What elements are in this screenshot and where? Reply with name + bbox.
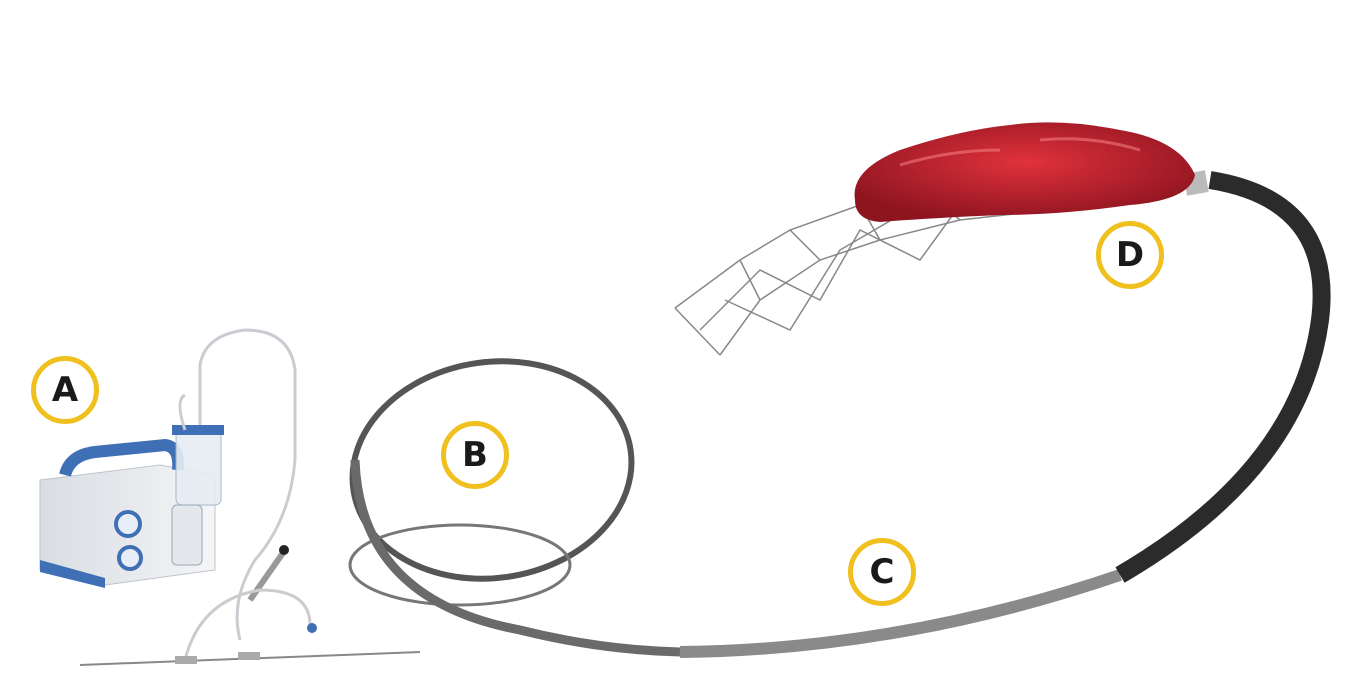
aspiration-pump	[39, 328, 421, 666]
label-c: C	[848, 538, 916, 606]
main-catheter	[350, 170, 1331, 658]
label-a: A	[31, 356, 99, 424]
catheter-loops	[348, 358, 635, 607]
stent-retriever	[674, 194, 1051, 356]
blood-clot	[854, 122, 1195, 222]
label-b: B	[441, 421, 509, 489]
label-d: D	[1096, 221, 1164, 289]
